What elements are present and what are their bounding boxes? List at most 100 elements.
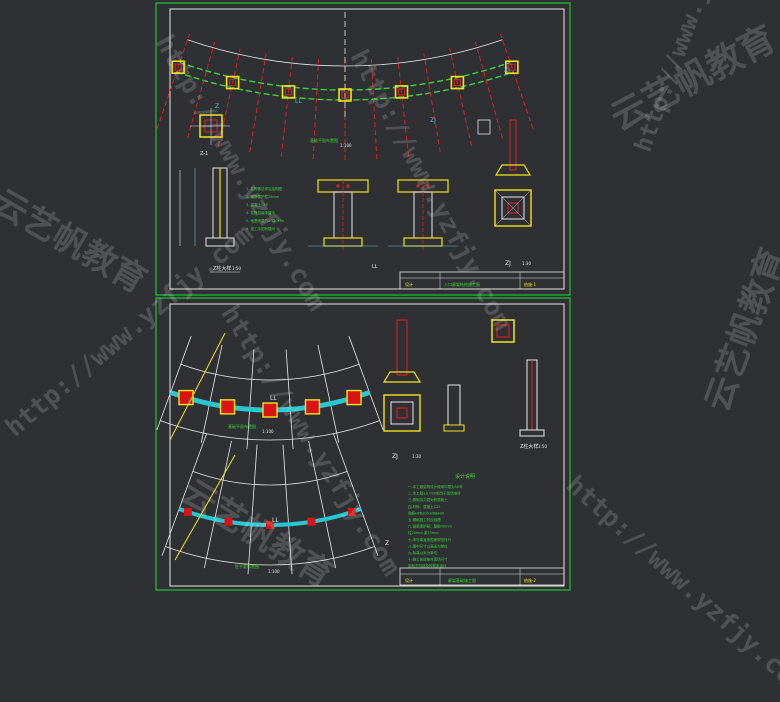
plan-b-column <box>224 517 233 526</box>
bottom-note-line: 钢筋HPB300 HRB400 <box>408 510 444 515</box>
top-note-line: 3. 混凝土C25 <box>246 202 268 207</box>
bottom-zj-plan-mid <box>390 401 414 425</box>
bottom-note-line: 一.本工程结构设计使用年限为50年 <box>408 484 463 489</box>
radial-axis-line <box>474 41 503 139</box>
bottom-note-line: 如有不符请及时联系设计 <box>408 563 447 568</box>
column-pad <box>508 63 516 71</box>
rebar-dot <box>336 184 340 188</box>
radial-axis-line <box>500 33 534 129</box>
rebar-dot <box>346 184 350 188</box>
top-note-line: 2. 钢筋保护层25mm <box>246 194 280 199</box>
footing-zj <box>281 85 296 99</box>
bottom-zcol-base <box>519 429 545 437</box>
bottom-zj-plan-core <box>396 407 408 419</box>
bottom-zj-footing <box>382 371 422 383</box>
plan-a-scale: 1:100 <box>262 429 274 434</box>
bottom-note-line: 三.基础持力层为粉质粘土 <box>408 497 448 502</box>
bottom-title-sheet: 结施-2 <box>524 577 536 583</box>
radial-axis-line <box>397 57 410 157</box>
plan-b-radial <box>308 440 337 569</box>
top-note-line: 6. 施工中如有疑问 <box>246 226 275 231</box>
column-pad <box>453 79 461 87</box>
col-detail-label: Z-1 <box>200 151 208 157</box>
label-z-left: Z <box>215 103 219 110</box>
bottom-note-line: 七.未尽事宜按国家规范执行 <box>408 537 452 542</box>
footing-zj <box>171 60 185 75</box>
top-note-line: 4. 柱外包装饰做法 <box>246 210 275 215</box>
radial-axis-line <box>156 33 190 129</box>
radial-axis-line <box>370 59 378 160</box>
zcol-scale: 1:50 <box>232 266 241 271</box>
zj-detail-core <box>507 202 519 214</box>
radial-axis-line <box>423 53 441 153</box>
rebar-dot <box>416 184 420 188</box>
plan-a-radial <box>348 335 384 431</box>
plan-arc-inner <box>179 61 511 91</box>
plan-a-axis-line <box>169 332 226 441</box>
zcol-base <box>205 237 235 247</box>
footing-zj <box>450 75 465 90</box>
bottom-note-line: 五.基础施工时应验槽 <box>408 517 441 522</box>
footing-zj <box>338 88 352 102</box>
plan-b-column <box>266 521 274 529</box>
bottom-col-plan <box>491 319 515 343</box>
bottom-note-line: 二.本工程±0.000相当于现场地坪 <box>408 491 461 496</box>
radial-axis-line <box>449 48 473 147</box>
column-pad <box>341 91 349 99</box>
plan-b-scale: 1:100 <box>268 569 280 574</box>
bottom-sheet-frame <box>155 297 571 591</box>
plan-a-footing <box>219 399 236 415</box>
section-ll-label: LL <box>372 264 378 270</box>
plan-b-title: 柱平面布置图 <box>235 563 259 569</box>
top-sheet-frame <box>155 2 571 296</box>
label-ll: LL <box>295 98 302 105</box>
top-title-drawn: 设计 <box>405 281 413 287</box>
plan-b-radial <box>333 433 379 557</box>
footing-zj <box>394 85 409 99</box>
column-pad <box>284 88 292 96</box>
bottom-zj-column <box>396 319 408 376</box>
label-zj-lower: ZJ <box>430 117 436 124</box>
bottom-section-col <box>447 384 461 426</box>
plan-a-radial <box>200 344 223 443</box>
bottom-section-base <box>443 424 465 432</box>
plan-a-footing <box>178 389 194 406</box>
top-sheet-border <box>169 8 565 290</box>
radial-axis-line <box>280 57 293 157</box>
bottom-zj-title: ZJ <box>392 453 398 460</box>
bottom-col-plan-core <box>496 324 510 338</box>
top-title-sheet: 结施-1 <box>524 281 536 287</box>
column-pad <box>229 79 237 87</box>
label-zj-right: ZJ <box>504 67 510 74</box>
rebar-dot <box>426 184 430 188</box>
column-pad <box>174 63 182 71</box>
plan-a-grid-arc <box>180 363 360 381</box>
column-pad <box>398 88 406 96</box>
bottom-title-drawn: 设计 <box>405 577 413 583</box>
bottom-sheet-border <box>169 303 565 587</box>
plan-a-radial <box>246 349 255 450</box>
bottom-zcol-scale: 1:50 <box>538 444 547 449</box>
bottom-note-line: 柱25mm 梁25mm <box>408 530 439 535</box>
radial-axis-line <box>249 53 267 153</box>
plan-a-grid-arc <box>160 420 380 441</box>
plan-b-ll-label: LL <box>272 517 279 524</box>
top-title-project: 入口廊架结构施工图 <box>444 281 480 287</box>
bottom-note-line: 四.材料：混凝土C25 <box>408 504 441 509</box>
top-note-line: 5. 地基承载力≥120kPa <box>246 218 284 223</box>
plan-b-grid-arc <box>192 470 348 486</box>
footing-zj <box>225 75 240 90</box>
plan-b-radial <box>247 444 258 575</box>
plan-a-footing <box>262 402 278 418</box>
plan-b-column <box>307 517 316 526</box>
plan-title: 基础平面布置图 <box>310 137 338 143</box>
bottom-note-line: 八.图中尺寸以毫米为单位 <box>408 543 448 548</box>
bottom-note-line: 六.钢筋保护层：基础40mm <box>408 524 452 529</box>
plan-a-radial <box>285 349 294 450</box>
zj-elev-plan <box>477 119 491 135</box>
radial-axis-line <box>312 59 320 160</box>
footing-zj <box>505 60 519 75</box>
bottom-title-block <box>399 567 565 586</box>
